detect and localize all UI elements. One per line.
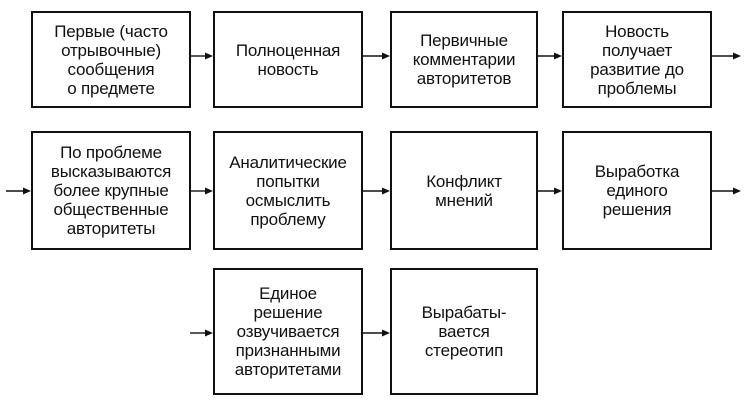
step-text-4: Новость получает развитие до проблемы [590,21,684,98]
arrow-5-6 [191,187,213,195]
arrow-into-9 [190,329,213,337]
step-text-8: Выработка единого решения [594,162,680,219]
step-box-2: Полноценная новость [213,11,363,108]
step-text-9: Единое решение озвучивается признанными … [234,284,342,379]
step-text-5: По проблеме высказываются более крупные … [50,143,172,238]
step-text-6: Аналитические попытки осмыслить проблему [229,152,347,229]
step-box-8: Выработка единого решения [562,131,712,250]
step-box-3: Первичные комментарии авторитетов [390,11,538,108]
step-text-7: Конфликт мнений [426,171,502,210]
step-text-1: Первые (часто отрывочные) сообщения о пр… [54,21,168,98]
arrow-7-8 [538,187,562,195]
step-box-7: Конфликт мнений [390,131,538,250]
arrow-6-7 [363,187,390,195]
arrow-4-continue [712,52,741,60]
arrow-3-4 [538,52,562,60]
arrow-8-continue [712,187,741,195]
step-box-4: Новость получает развитие до проблемы [562,11,712,108]
step-box-5: По проблеме высказываются более крупные … [31,131,191,250]
arrow-1-2 [191,52,213,60]
step-text-3: Первичные комментарии авторитетов [412,31,516,88]
step-text-10: Вырабаты- вается стереотип [421,303,507,360]
arrow-9-10 [363,329,390,337]
arrow-into-5 [6,187,31,195]
step-box-10: Вырабаты- вается стереотип [390,268,538,395]
arrow-2-3 [363,52,390,60]
step-box-1: Первые (часто отрывочные) сообщения о пр… [31,11,191,108]
step-box-6: Аналитические попытки осмыслить проблему [213,131,363,250]
step-box-9: Единое решение озвучивается признанными … [213,268,363,395]
step-text-2: Полноценная новость [235,40,341,79]
